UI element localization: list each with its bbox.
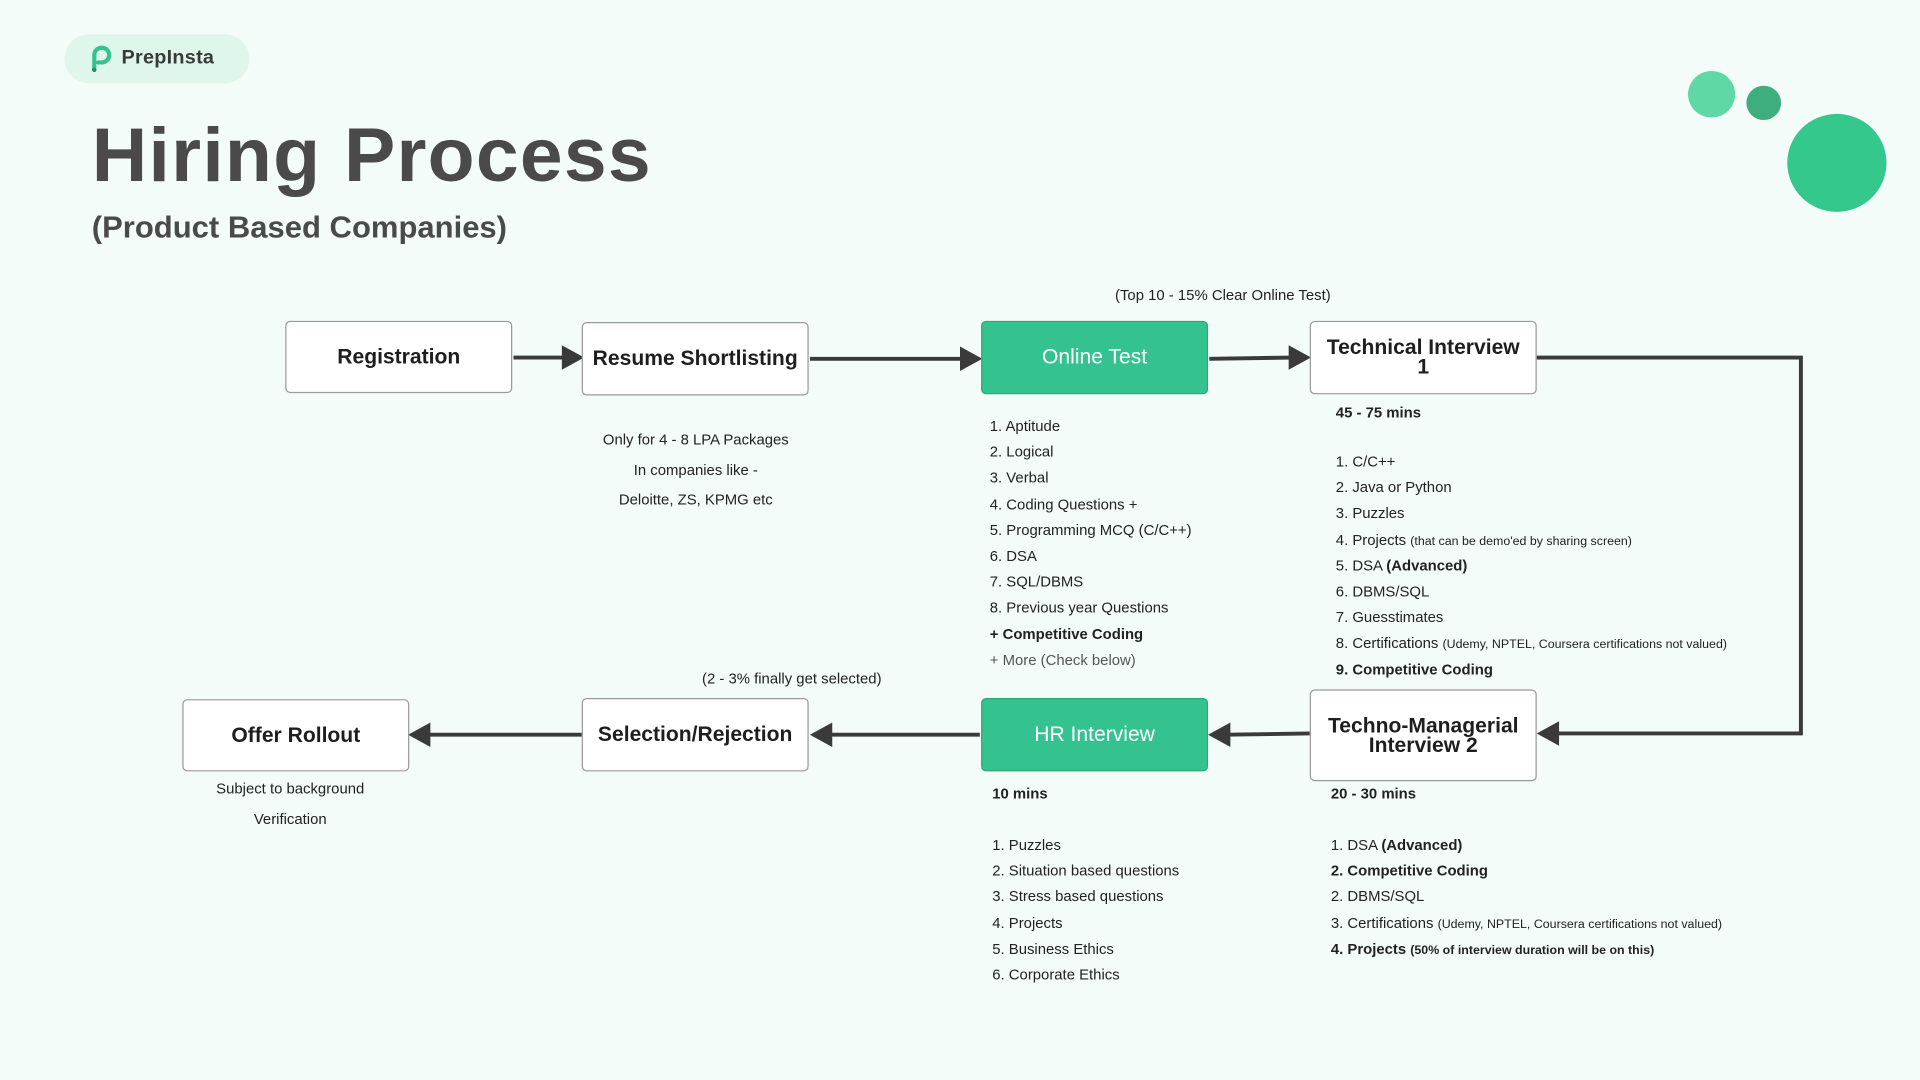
- list-item: 6. DBMS/SQL: [1335, 582, 1430, 600]
- list-item: 1. Puzzles: [992, 836, 1061, 854]
- hr-topics: 1. Puzzles 2. Situation based questions …: [992, 833, 1179, 989]
- list-item: 6. DSA: [989, 547, 1037, 565]
- list-item: 3. Stress based questions: [992, 888, 1164, 906]
- arrowhead-tech2: [1536, 721, 1560, 746]
- resume-note-line: In companies like -: [633, 461, 758, 479]
- list-item: 3. Verbal: [989, 469, 1049, 487]
- page-subtitle: (Product Based Companies): [91, 210, 508, 245]
- list-item: 3. Puzzles: [1335, 504, 1405, 523]
- arrowhead-offer: [408, 722, 431, 747]
- tech1-topics: 1. C/C++ 2. Java or Python 3. Puzzles 4.…: [1336, 449, 1727, 682]
- online-test-clear-note: (Top 10 - 15% Clear Online Test): [1115, 286, 1331, 304]
- arrow-tech2-to-hr: [1226, 731, 1310, 737]
- step-online-test: Online Test: [981, 320, 1209, 395]
- offer-note-line: Subject to background: [216, 780, 365, 798]
- tech2-topics: 1. DSA (Advanced) 2. Competitive Coding …: [1331, 833, 1722, 963]
- resume-note-line: Deloitte, ZS, KPMG etc: [618, 491, 773, 509]
- step-technical-interview-1: Technical Interview 1: [1309, 320, 1537, 395]
- arrowhead-online-test: [959, 346, 983, 372]
- list-item: 5. Business Ethics: [992, 940, 1114, 958]
- step-registration: Registration: [285, 320, 513, 394]
- step-selection-rejection: Selection/Rejection: [581, 697, 809, 772]
- brand-logo: PrepInsta: [64, 34, 250, 84]
- arrowhead-resume: [561, 345, 585, 370]
- list-item: 4. Projects (50% of interview duration w…: [1330, 940, 1655, 958]
- hr-duration: 10 mins: [992, 784, 1048, 803]
- list-item: 9. Competitive Coding: [1335, 660, 1493, 678]
- list-item: 7. Guesstimates: [1335, 608, 1444, 626]
- list-item: 4. Coding Questions +: [989, 495, 1138, 513]
- arrow-tech1-to-tech2: [1536, 355, 1803, 736]
- online-test-topics: 1. Aptitude 2. Logical 3. Verbal 4. Codi…: [990, 414, 1192, 673]
- tech2-duration: 20 - 30 mins: [1330, 784, 1417, 803]
- step-hr-interview: HR Interview: [981, 697, 1209, 772]
- list-item: 8. Previous year Questions: [989, 599, 1169, 617]
- decor-circle-small: [1688, 71, 1736, 118]
- tech1-duration: 45 - 75 mins: [1335, 404, 1422, 422]
- list-item: 2. Competitive Coding: [1330, 862, 1488, 880]
- decor-circle-tiny: [1746, 85, 1782, 121]
- decor-circle-large: [1787, 113, 1887, 212]
- list-item: 8. Certifications (Udemy, NPTEL, Courser…: [1335, 634, 1728, 652]
- page-title: Hiring Process: [91, 113, 652, 199]
- resume-note-line: Only for 4 - 8 LPA Packages: [602, 431, 789, 449]
- arrowhead-hr: [1208, 722, 1231, 747]
- step-resume-shortlisting: Resume Shortlisting: [581, 322, 809, 396]
- arrowhead-selection: [809, 722, 833, 747]
- selection-note: (2 - 3% finally get selected): [702, 669, 882, 687]
- list-item: 1. Aptitude: [989, 417, 1061, 435]
- list-item: + More (Check below): [989, 651, 1136, 669]
- step-offer-rollout: Offer Rollout: [182, 699, 410, 772]
- offer-note: Subject to background Verification: [166, 780, 414, 840]
- list-item: 2. Logical: [989, 443, 1054, 461]
- list-item: 1. C/C++: [1335, 453, 1396, 471]
- list-item: 3. Certifications (Udemy, NPTEL, Courser…: [1330, 914, 1723, 932]
- brand-name: PrepInsta: [121, 47, 215, 69]
- list-item: 7. SQL/DBMS: [989, 573, 1084, 591]
- list-item: 6. Corporate Ethics: [992, 966, 1120, 984]
- list-item: 5. DSA (Advanced): [1335, 556, 1468, 574]
- offer-note-line: Verification: [253, 810, 327, 828]
- arrow-online-test-to-tech1: [1209, 355, 1293, 361]
- prepinsta-logo-icon: [92, 45, 112, 73]
- resume-note: Only for 4 - 8 LPA Packages In companies…: [572, 431, 820, 521]
- list-item: 2. DBMS/SQL: [1330, 888, 1425, 906]
- list-item: 1. DSA (Advanced): [1330, 836, 1463, 854]
- list-item: 4. Projects: [992, 914, 1063, 932]
- list-item: 5. Programming MCQ (C/C++): [989, 521, 1192, 539]
- arrowhead-tech1: [1288, 345, 1311, 370]
- step-techno-managerial-interview-2: Techno-Managerial Interview 2: [1309, 689, 1537, 782]
- list-item: 4. Projects (that can be demo'ed by shar…: [1335, 530, 1632, 549]
- list-item: 2. Java or Python: [1335, 479, 1452, 497]
- list-item: + Competitive Coding: [989, 625, 1144, 643]
- list-item: 2. Situation based questions: [992, 862, 1180, 880]
